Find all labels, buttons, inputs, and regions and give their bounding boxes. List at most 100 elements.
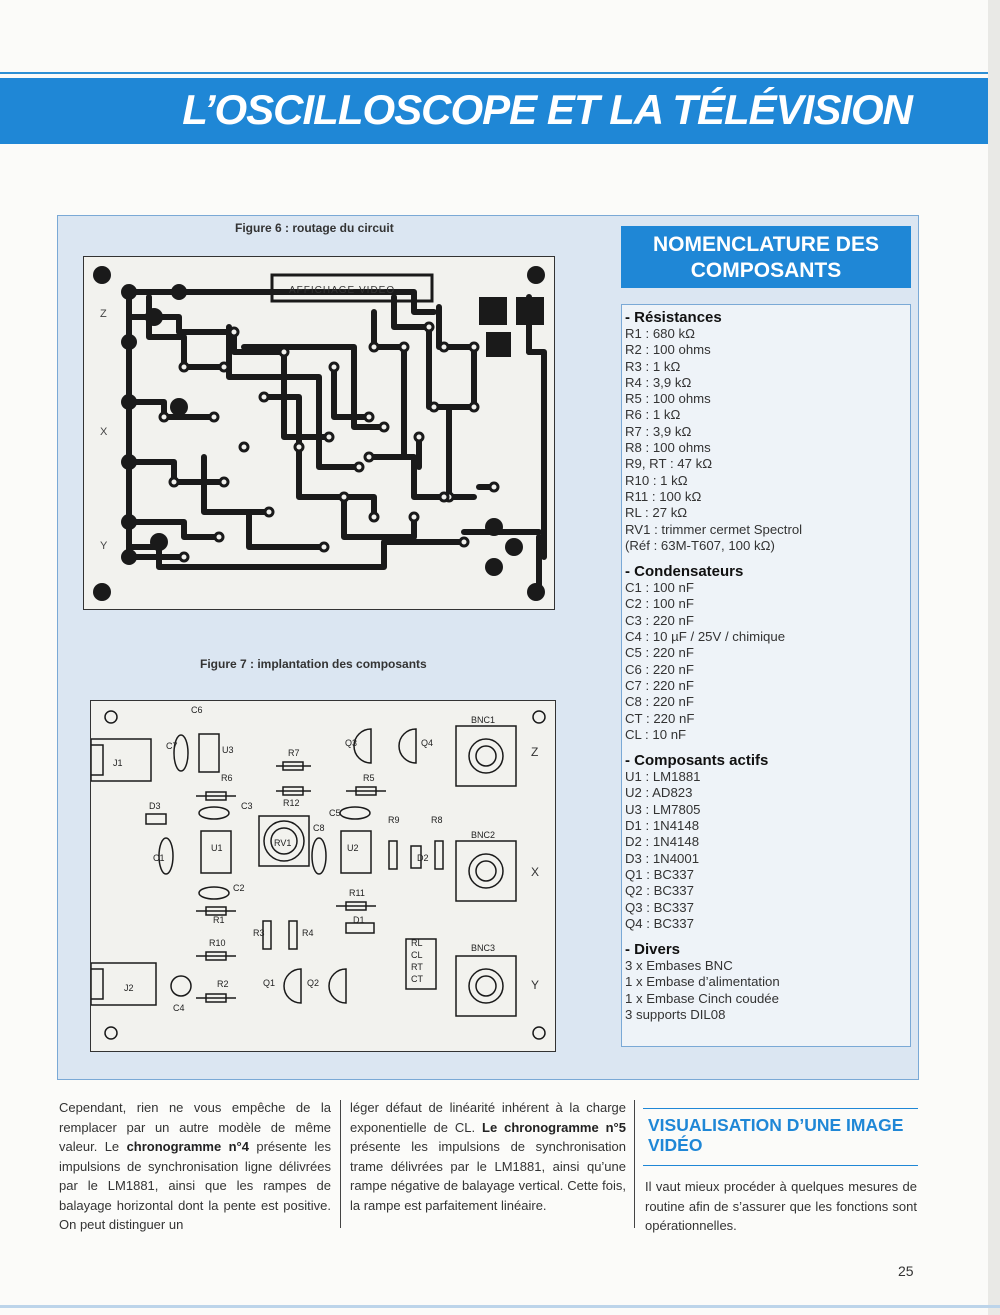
component-label: J2 [124,983,134,993]
impl-label-z: Z [531,745,538,759]
component-label: R12 [283,798,300,808]
col2-bold: Le chronogramme n°5 [482,1119,626,1135]
nomenclature-item: R3 : 1 kΩ [625,358,681,374]
nomenclature-item: 3 supports DIL08 [625,1006,726,1022]
figure6-caption: Figure 6 : routage du circuit [235,221,394,235]
component-label: C7 [166,741,178,751]
component-label: C2 [233,883,245,893]
component-label: C6 [191,705,203,715]
component-label: RV1 [274,838,291,848]
nomenclature-item: C7 : 220 nF [625,677,694,693]
nomenclature-item: C2 : 100 nF [625,596,694,612]
nomenclature-item: R10 : 1 kΩ [625,472,688,488]
nomenclature-title-line2: COMPOSANTS [690,259,842,282]
component-label: R10 [209,938,226,948]
component-label: R3 [253,928,265,938]
component-label: BNC2 [471,830,495,840]
nomenclature-item: D3 : 1N4001 [625,850,700,866]
page-number: 25 [898,1263,914,1279]
pcb-routing-figure: AFFICHAGE VIDEO Z X Y [83,256,555,610]
nomenclature-item: CL : 10 nF [625,726,687,742]
pcb-board-label: AFFICHAGE VIDEO [289,285,395,296]
text-column-2: léger défaut de linéarité inhérent à la … [350,1098,626,1215]
nomenclature-item: 1 x Embase Cinch coudée [625,990,779,1006]
nomenclature-item: C4 : 10 µF / 25V / chimique [625,629,786,645]
component-label: D3 [149,801,161,811]
component-label: R4 [302,928,314,938]
header-banner: L’OSCILLOSCOPE ET LA TÉLÉVISION [0,78,990,144]
component-label: BNC1 [471,715,495,725]
pcb-label-z: Z [100,308,107,320]
nomenclature-item: U1 : LM1881 [625,769,701,785]
section-heading: VISUALISATION D’UNE IMAGE VIDÉO [648,1115,904,1155]
component-label: U1 [211,843,223,853]
col1-text-b: présente les impulsions de synchronisati… [59,1139,331,1232]
nomenclature-item: (Réf : 63M-T607, 100 kΩ) [625,537,775,553]
component-label: CT [411,974,423,984]
nomenclature-item: Q2 : BC337 [625,883,694,899]
component-label: Q1 [263,978,275,988]
impl-label-x: X [531,865,539,879]
component-label: R6 [221,773,233,783]
col2-text-b: présente les impulsions de synchronisati… [350,1139,626,1213]
nomenclature-header: NOMENCLATURE DES COMPOSANTS [621,226,911,288]
nomenclature-item: C5 : 220 nF [625,645,694,661]
nomenclature-item: R1 : 680 kΩ [625,326,695,341]
component-label: CL [411,950,423,960]
component-label: Q2 [307,978,319,988]
bottom-rule [0,1305,1000,1308]
component-label: R2 [217,979,229,989]
nomenclature-item: RL : 27 kΩ [625,505,688,521]
component-label: C8 [313,823,325,833]
component-label: C5 [329,808,341,818]
nomenclature-item: R6 : 1 kΩ [625,407,681,423]
component-label: U2 [347,843,359,853]
nomenclature-item: U3 : LM7805 [625,801,701,817]
impl-label-y: Y [531,978,539,992]
nomenclature-item: U2 : AD823 [625,785,693,801]
nomenclature-item: C8 : 220 nF [625,694,694,710]
col2-text-a: léger défaut de linéarité inhérent à la … [350,1100,626,1135]
component-label: R5 [363,773,375,783]
nomenclature-item: R11 : 100 kΩ [625,488,702,504]
nomenclature-item: C6 : 220 nF [625,661,694,677]
component-label: R11 [349,888,365,898]
component-label: C4 [173,1003,185,1013]
component-label: U3 [222,745,234,755]
component-label: D1 [353,915,365,925]
nomenclature-item: R5 : 100 ohms [625,391,711,407]
col1-text-a: Cependant, rien ne vous empêche de la re… [59,1100,331,1154]
column-divider-2 [634,1100,635,1228]
component-label: R7 [288,748,300,758]
component-label: D2 [417,853,429,863]
component-label: Q3 [345,738,357,748]
component-label: J1 [113,758,123,768]
text-column-3: Il vaut mieux procéder à quelques mesure… [645,1179,917,1233]
component-label: R9 [388,815,400,825]
nomenclature-item: Q1 : BC337 [625,866,694,882]
nomenclature-item: R8 : 100 ohms [625,440,711,456]
nomenclature-item: 1 x Embase d’alimentation [625,974,780,990]
nomenclature-item: R4 : 3,9 kΩ [625,374,692,390]
pcb-label-x: X [100,426,108,438]
section-heading-box: VISUALISATION D’UNE IMAGE VIDÉO [643,1108,918,1166]
component-label: RT [411,962,423,972]
component-label: Q4 [421,738,433,748]
pcb-label-y: Y [100,540,108,552]
nomenclature-item: D2 : 1N4148 [625,834,700,850]
nomenclature-title-line1: NOMENCLATURE DES [653,233,879,256]
nomenclature-item: R9, RT : 47 kΩ [625,456,713,472]
nomenclature-item: CT : 220 nF [625,710,695,726]
pcb-routing-drawing: AFFICHAGE VIDEO Z X Y [93,266,547,601]
column-divider-1 [340,1100,341,1228]
page-title: L’OSCILLOSCOPE ET LA TÉLÉVISION [182,86,913,133]
nomenclature-item: Q3 : BC337 [625,899,694,915]
nomenclature-item: D1 : 1N4148 [625,818,700,834]
component-label: R1 [213,915,225,925]
nomenclature-item: R2 : 100 ohms [625,342,711,358]
nomenclature-item: C1 : 100 nF [625,580,694,596]
nomenclature-item: R7 : 3,9 kΩ [625,423,692,439]
